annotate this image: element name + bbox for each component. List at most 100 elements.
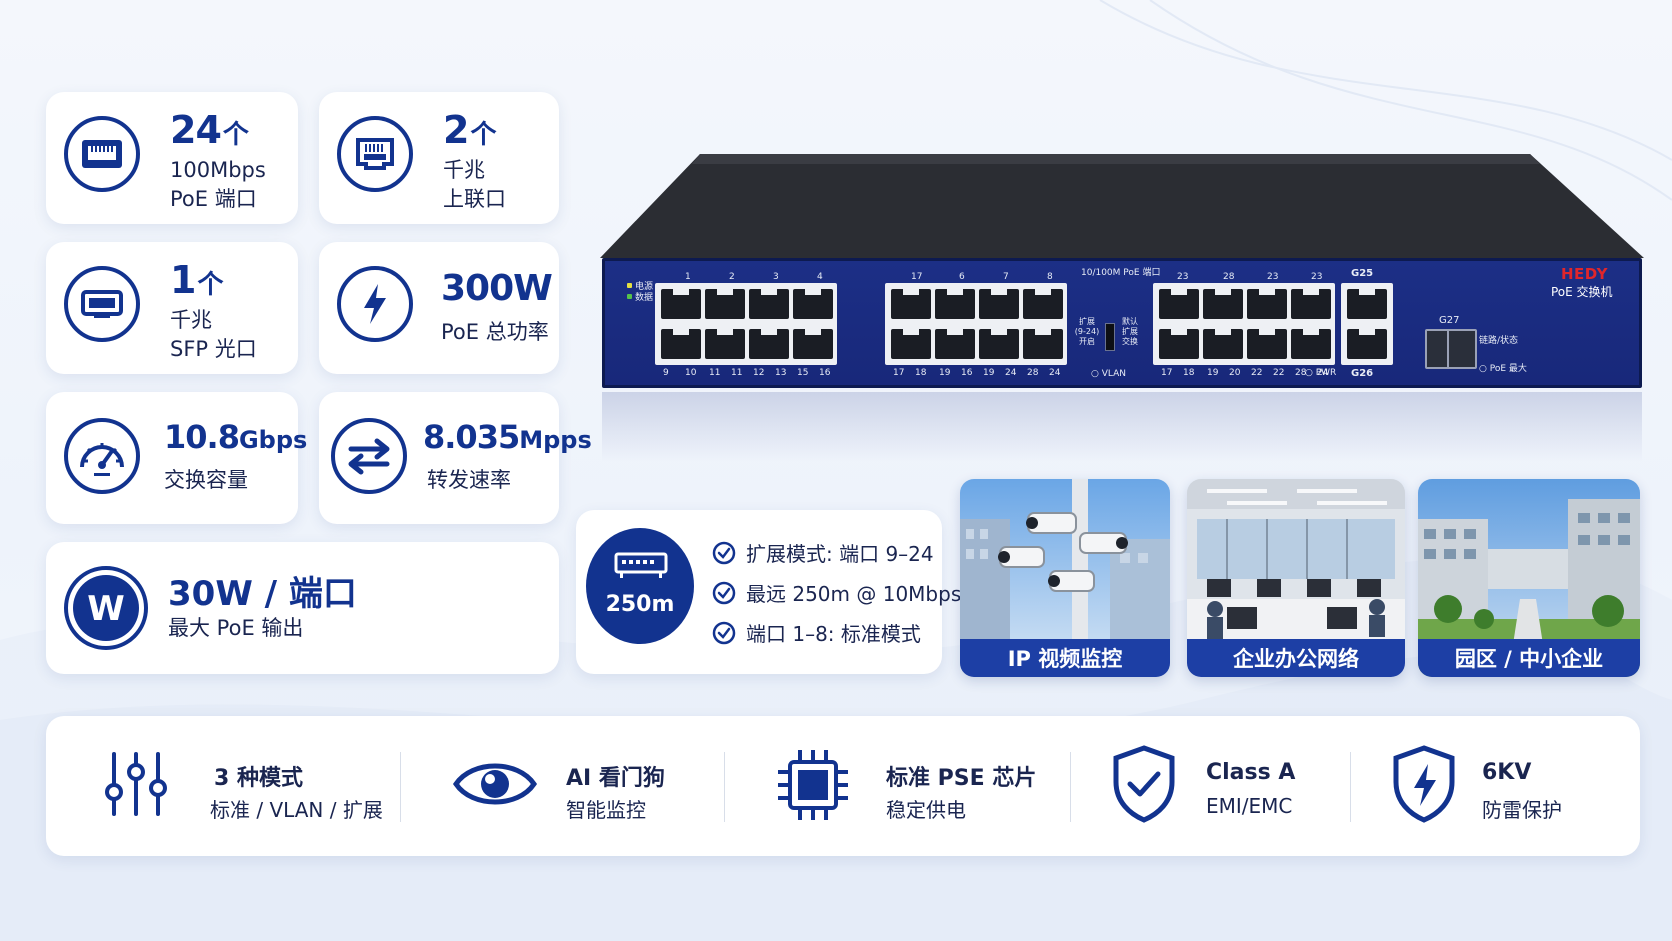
port-label: 19 [939,368,951,378]
spec-card-gigabit-uplink: 2个 千兆上联口 [319,92,559,224]
port-label: 6 [959,272,965,282]
port-label: 19 [1207,368,1219,378]
rj45-port [891,289,931,319]
mode-label: 扩展 [1079,317,1095,326]
sfp-type-label: SFP 光口 [170,337,257,361]
eye-icon [452,763,538,805]
sfp-count-value: 1 [170,258,196,302]
extend-item: 最远 250m @ 10Mbps [712,578,961,607]
uplink-port-group [1341,283,1393,365]
port-label: 28 [1295,368,1307,378]
rj45-port [749,289,789,319]
port-count-unit: 个 [222,120,249,150]
port-label: 16 [819,368,831,378]
port-label: 16 [961,368,973,378]
extend-item-text: 最远 250m @ 10Mbps [746,582,962,606]
lightning-icon [337,266,413,342]
port-label: 19 [983,368,995,378]
link-status-label: 链路/状态 [1479,333,1518,346]
port-label: 28 [1027,368,1039,378]
poe-max-label: ○ PoE 最大 [1479,364,1527,374]
port-label: 20 [1229,368,1241,378]
spec-card-switching-capacity: 10.8Gbps 交换容量 [46,392,307,524]
mode-label: (9-24) [1074,327,1100,336]
port-label: 22 [1251,368,1263,378]
extend-distance-value: 250m [605,592,675,617]
sfp-count-unit: 个 [197,270,224,300]
feature-subtitle: 防雷保护 [1482,798,1562,822]
port-label: 23 [1177,272,1189,282]
port-count-value: 24 [170,108,222,152]
port-label: 7 [1003,272,1009,282]
switch-chassis-top [600,154,1644,258]
port-label: 22 [1273,368,1285,378]
switch-mini-icon [614,552,668,578]
scenario-ip-surveillance: IP 视频监控 [960,479,1170,677]
port-label: 18 [915,368,927,378]
rj45-port [1023,289,1063,319]
port-label: 13 [775,368,787,378]
forwarding-rate-value: 8.035 [423,418,520,456]
pwr-label: ○ PWR [1305,368,1337,378]
rj45-port-icon [64,116,140,192]
rj45-port [793,289,833,319]
rj45-port [705,289,745,319]
port-type-label: PoE 端口 [170,187,257,211]
rj45-port [1347,329,1387,359]
port-label: 17 [893,368,905,378]
rj45-port [1203,329,1243,359]
port-label: 10 [685,368,697,378]
extend-item-text: 扩展模式: 端口 9–24 [746,542,934,566]
port-group-3 [1153,283,1335,365]
rj45-port [1023,329,1063,359]
switch-reflection [602,392,1642,462]
max-poe-label: 最大 PoE 输出 [168,616,304,640]
rj45-port [705,329,745,359]
rj45-port [935,289,975,319]
scenario-campus-sme: 园区 / 中小企业 [1418,479,1640,677]
rj45-port [1247,329,1287,359]
switching-capacity-label: 交换容量 [164,468,248,492]
rj45-port [661,289,701,319]
poe-max-text: PoE 最大 [1489,364,1527,374]
uplink-type-label: 上联口 [443,187,506,211]
rj45-port [1159,289,1199,319]
uplink-top-label: G25 [1351,268,1374,279]
extend-mode-card: 250m 扩展模式: 端口 9–24 最远 250m @ 10Mbps 端口 1… [576,510,961,674]
data-led [627,294,632,299]
rj45-port [1291,329,1331,359]
rj45-port [661,329,701,359]
sfp-label: G27 [1439,315,1460,326]
port-label: 23 [1311,272,1323,282]
port-label: 24 [1317,368,1329,378]
switching-capacity-unit: Gbps [238,426,308,454]
mode-label: 开启 [1079,337,1095,346]
check-circle-icon [712,621,736,644]
watt-icon: W [64,566,148,650]
port-label: 2 [729,272,735,282]
gigabit-port-icon [337,116,413,192]
mode-dip-switch[interactable] [1105,323,1115,351]
data-led-label: 数据 [635,293,654,303]
port-label: 9 [663,368,669,378]
pwr-text: PWR [1315,368,1337,378]
shield-lightning-icon [1393,745,1455,823]
switch-front-panel: 10/100M PoE 端口 电源 数据 1 2 3 4 9 10 11 11 … [602,258,1642,388]
port-label: 11 [709,368,721,378]
port-label: 1 [685,272,691,282]
feature-divider [724,752,725,822]
extend-item: 端口 1–8: 标准模式 [712,618,921,647]
mode-switch-right-labels: 默认 扩展 交换 [1117,317,1143,347]
feature-subtitle: 稳定供电 [886,798,966,822]
spec-card-poe-power: 300W PoE 总功率 [319,242,559,374]
port-label: 8 [1047,272,1053,282]
link-status-text: 链路/状态 [1479,336,1519,346]
vlan-text: VLAN [1101,369,1126,379]
rj45-port [749,329,789,359]
sliders-icon [105,752,167,816]
shield-check-icon [1113,745,1175,823]
feature-divider [1350,752,1351,822]
port-label: 4 [817,272,823,282]
port-label: 12 [753,368,765,378]
